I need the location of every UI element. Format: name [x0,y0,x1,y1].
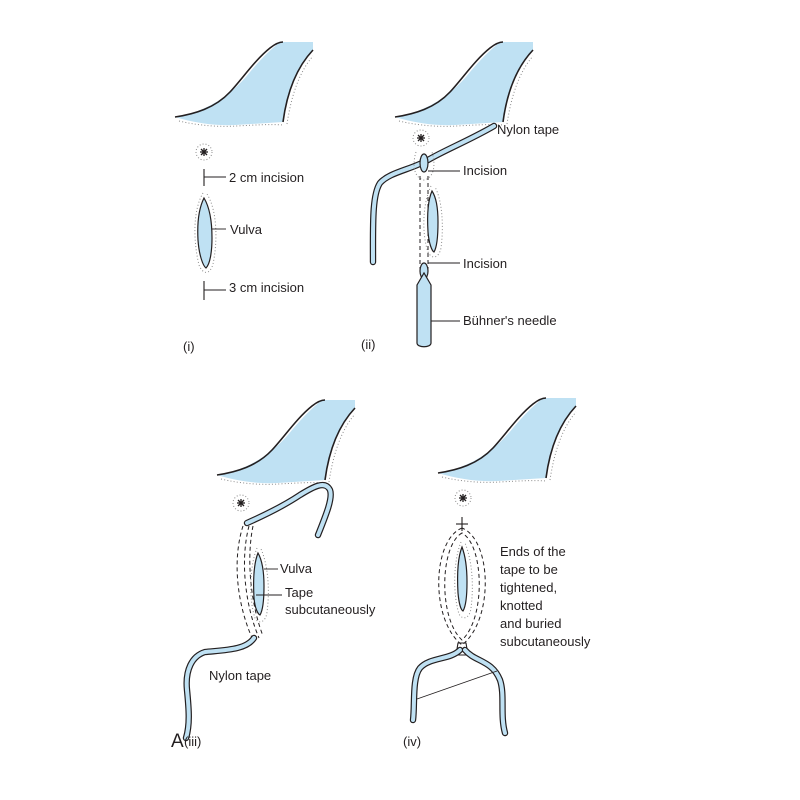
anus-marker [412,129,430,147]
upper-incision [419,153,429,173]
instruction-line-2: tape to be [500,562,558,577]
subcutaneous-track [249,525,264,637]
encircling-track [444,532,480,641]
thigh-illustration [394,41,534,128]
subcutaneous-track [243,525,260,639]
tape-end-left-fill [411,648,462,722]
thigh-illustration [437,397,577,484]
panel-ii: Nylon tape Incision Incision Bühner's ne… [361,41,559,352]
panel-iv-id: (iv) [403,734,421,749]
upper-incision-stipple [413,151,435,181]
nylon-tape-loop-fill [245,483,333,537]
vulva-shape [197,196,213,269]
anus-marker [195,143,213,161]
encircling-track [438,527,486,646]
panel-iv: Ends of the tape to be tightened, knotte… [403,397,591,749]
instruction-line-6: subcutaneously [500,634,591,649]
tape-label-line1: Tape [285,585,313,600]
vulva-stipple [423,185,443,258]
panel-i: 2 cm incision Vulva 3 cm incision (i) [174,41,314,354]
needle-label: Bühner's needle [463,313,557,328]
vulva-stipple [194,192,217,273]
instruction-line-5: and buried [500,616,561,631]
anus-marker [232,494,250,512]
panel-iii: Vulva Tape subcutaneously Nylon tape A (… [171,399,376,752]
top-incision-label: 2 cm incision [229,170,304,185]
thigh-illustration [216,399,356,486]
nylon-tape-loop [243,481,334,539]
lower-incision-label: Incision [463,256,507,271]
panel-i-id: (i) [183,339,195,354]
nylon-tape-label: Nylon tape [209,668,271,683]
label-leader [416,670,498,700]
instruction-line-3: tightened, [500,580,557,595]
thigh-illustration [174,41,314,128]
figure-letter: A [171,731,184,752]
anus-marker [454,489,472,507]
tape-label-line2: subcutaneously [285,602,376,617]
instruction-line-4: knotted [500,598,543,613]
vulva-label: Vulva [280,561,313,576]
vulva-stipple [454,541,473,619]
vulva-stipple [250,547,269,623]
nylon-tape-fill [370,124,496,264]
buhner-needle [416,271,432,348]
bottom-incision-label: 3 cm incision [229,280,304,295]
subcutaneous-track [236,525,254,641]
tape-end-right-fill [463,648,507,735]
vulva-shape [457,545,468,612]
vulva-shape [427,189,439,253]
upper-incision-label: Incision [463,163,507,178]
nylon-tape-label: Nylon tape [497,122,559,137]
nylon-tape-fill [184,636,256,740]
panel-ii-id: (ii) [361,337,375,352]
instruction-line-1: Ends of the [500,544,566,559]
vulva-label: Vulva [230,222,263,237]
vulva-shape [253,551,265,616]
panel-iii-id: (iii) [184,734,201,749]
nylon-tape [182,634,258,742]
